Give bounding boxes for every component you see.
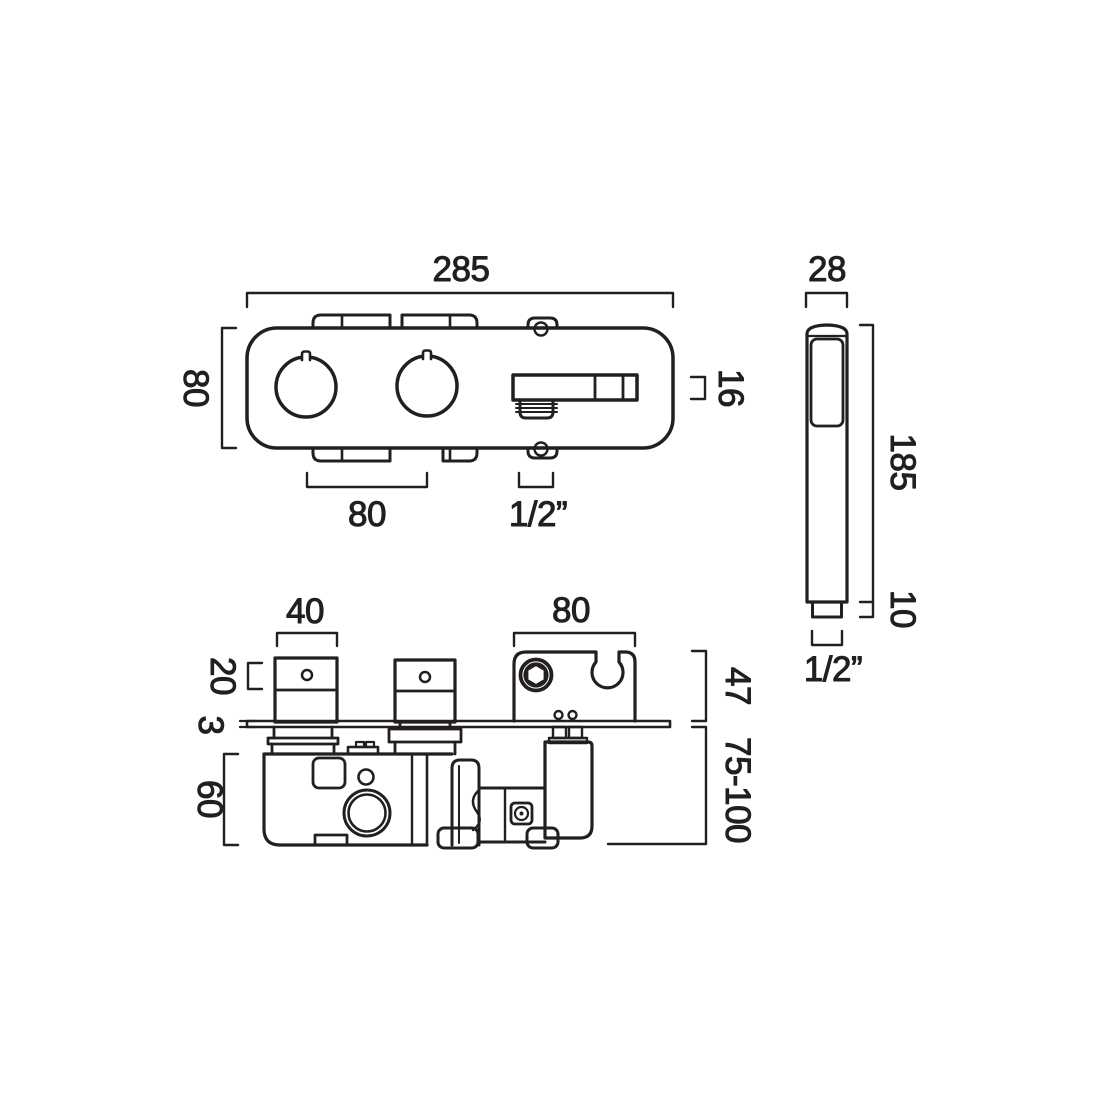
bottom-lug <box>526 446 559 460</box>
dim-line-80-section <box>512 631 637 648</box>
dim-label-16: 16 <box>711 369 750 407</box>
dim-line-285 <box>245 291 675 309</box>
handset-holder-bracket <box>512 650 637 723</box>
dim-label-80-left: 80 <box>176 369 215 407</box>
arm-screw <box>513 805 530 822</box>
holder-hex-bolt <box>525 663 547 687</box>
right-knob-indicator <box>421 349 433 361</box>
section-left-knob-dot <box>300 668 314 682</box>
right-inlet-block <box>543 740 594 840</box>
dim-line-80-bottom <box>305 471 429 489</box>
body-bottom-tab <box>313 833 349 847</box>
body-foot-left <box>436 826 480 850</box>
dim-label-285: 285 <box>433 250 490 289</box>
dim-line-185 <box>858 323 875 604</box>
bottom-tab-mid <box>441 446 479 463</box>
section-mid-knob-dot <box>418 670 432 684</box>
holder-pin-left <box>553 709 564 721</box>
valve-front-view: 285 80 16 80 1/2” <box>176 250 751 535</box>
dim-line-80-left <box>220 326 238 450</box>
dim-label-half-inch-front: 1/2” <box>509 495 567 534</box>
outlet-bar <box>511 373 639 402</box>
dim-label-47: 47 <box>718 667 757 705</box>
left-stem-lower <box>270 742 336 756</box>
dim-line-half-inch <box>517 471 555 489</box>
inlet-peg-right <box>567 725 584 740</box>
dim-label-75-100: 75-100 <box>718 737 757 843</box>
dim-line-10 <box>858 600 875 619</box>
dim-label-10: 10 <box>883 590 922 628</box>
bottom-lug-hole <box>533 441 549 457</box>
mid-stem-lower <box>393 740 457 756</box>
outlet-thread-stub <box>518 398 555 420</box>
dim-line-3 <box>238 719 256 729</box>
dim-line-28 <box>804 291 849 309</box>
arm-screw-center <box>519 811 524 816</box>
bottom-tab-left <box>311 446 392 463</box>
inlet-peg-left <box>551 725 568 740</box>
handset-spray-face <box>809 337 845 428</box>
top-tab-left <box>311 313 392 330</box>
dim-label-60: 60 <box>190 780 229 818</box>
dim-line-20 <box>246 661 264 691</box>
outlet-bar-joints <box>593 373 625 402</box>
inlet-flange <box>547 736 589 745</box>
handset-body <box>805 323 849 604</box>
dim-label-28: 28 <box>808 250 846 289</box>
dim-label-half-inch-handset: 1/2” <box>804 650 862 689</box>
valve-body-block <box>262 752 454 847</box>
right-knob <box>395 354 459 418</box>
valve-section-view: 40 80 20 3 60 47 75-100 <box>190 591 758 850</box>
body-top-fitting-lug2 <box>364 740 376 749</box>
top-lug <box>526 316 559 330</box>
handset-connector <box>811 600 843 619</box>
top-tab-right <box>400 313 479 330</box>
holder-pin-right <box>567 709 578 721</box>
wall-plate <box>245 719 672 729</box>
left-stem-flange <box>266 736 340 746</box>
body-main-port-outer <box>342 788 392 838</box>
left-knob-indicator <box>300 350 312 362</box>
body-arm <box>477 786 547 844</box>
dim-line-40 <box>275 631 339 648</box>
dim-line-75-100 <box>606 725 708 846</box>
dim-label-185: 185 <box>883 434 922 491</box>
mid-stem-flange <box>387 727 463 744</box>
dim-line-half-inch-handset <box>810 629 844 647</box>
body-port-square <box>311 756 347 790</box>
body-foot-right <box>525 826 560 850</box>
body-main-port-inner <box>347 793 387 833</box>
outlet-thread-lines <box>515 403 558 413</box>
top-lug-hole <box>533 321 549 337</box>
dim-line-60 <box>222 752 240 847</box>
body-small-hole <box>357 768 375 786</box>
dim-label-80-section: 80 <box>552 591 590 630</box>
holder-bolt-ring <box>518 657 554 693</box>
body-top-fitting-lug1 <box>354 740 366 749</box>
dim-label-3: 3 <box>191 716 230 735</box>
left-stem <box>272 725 334 740</box>
valve-faceplate <box>245 326 675 450</box>
dim-line-47 <box>690 649 708 723</box>
dim-line-16 <box>689 375 707 401</box>
hand-shower-view: 28 185 10 1/2” <box>803 250 922 690</box>
arm-screw-boss <box>509 801 534 826</box>
dim-label-40: 40 <box>286 592 324 631</box>
body-lever-curve <box>471 788 481 832</box>
body-lever <box>450 758 481 847</box>
dim-label-20: 20 <box>203 657 242 695</box>
dim-label-80-bottom: 80 <box>348 495 386 534</box>
left-knob <box>274 355 338 419</box>
